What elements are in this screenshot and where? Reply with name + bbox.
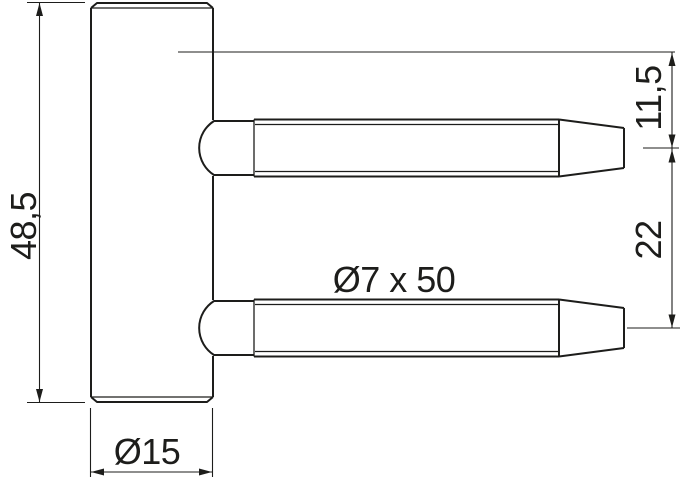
arrowhead-down-icon xyxy=(668,314,676,328)
arrowhead-up-icon xyxy=(668,149,676,163)
pin-bottom-shaft xyxy=(254,298,560,358)
arrowhead-down-icon xyxy=(668,134,676,148)
part-body xyxy=(90,2,214,403)
top-pin-offset-label: 11,5 xyxy=(628,65,669,130)
pin-bottom-shaft-inner-edges xyxy=(255,303,558,353)
body-bottom-chamfer xyxy=(90,396,214,403)
height-dim-label: 48,5 xyxy=(3,192,44,260)
arrowhead-down-icon xyxy=(36,389,43,402)
dimension-pin-positions: 11,5 22 xyxy=(178,51,680,329)
pin-spacing-label: 22 xyxy=(628,220,669,259)
pin-spec-annotation: Ø7 x 50 xyxy=(333,259,456,300)
pin-bottom-taper xyxy=(558,298,625,358)
pin-top-head xyxy=(198,120,254,176)
pin-bottom xyxy=(198,298,625,358)
pin-top xyxy=(198,118,625,178)
arrowhead-left-icon xyxy=(91,468,104,476)
pin-spec-label: Ø7 x 50 xyxy=(333,259,456,300)
pin-top-shaft-inner-edges xyxy=(255,123,558,173)
body-diameter-label: Ø15 xyxy=(114,431,181,472)
arrowhead-right-icon xyxy=(199,468,212,476)
arrowhead-up-icon xyxy=(668,53,676,66)
dimension-overall-height: 48,5 xyxy=(3,1,85,404)
dimension-body-diameter: Ø15 xyxy=(89,408,214,477)
pin-top-taper xyxy=(558,118,625,178)
pin-top-shaft xyxy=(254,118,560,178)
pin-bottom-head xyxy=(198,300,254,356)
body-top-chamfer xyxy=(90,2,214,9)
arrowhead-up-icon xyxy=(36,3,43,16)
